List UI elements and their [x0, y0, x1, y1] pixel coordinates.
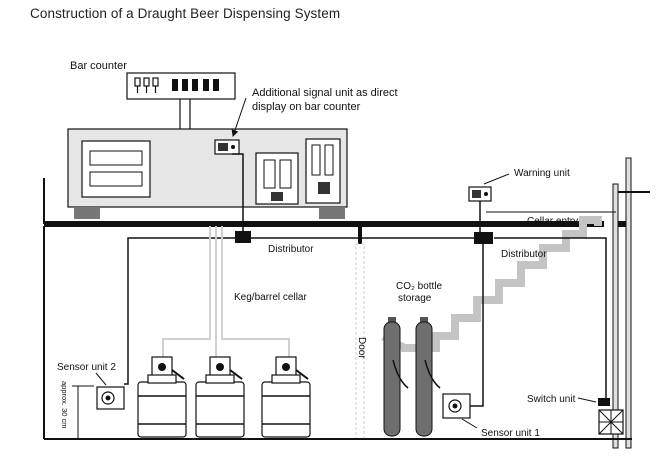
distributor-left: [235, 231, 251, 243]
switch-unit: [598, 398, 610, 406]
height-dimension: [72, 385, 94, 440]
partition-wall: [355, 226, 365, 440]
floor-slab-right: [615, 221, 627, 227]
exhaust-fan-icon: [598, 409, 624, 435]
warning-unit-label: Warning unit: [514, 168, 570, 179]
signal-unit-label-line2: display on bar counter: [252, 101, 361, 113]
distributor-right: [474, 232, 493, 244]
bar-counter: [67, 128, 348, 219]
beer-lines: [162, 226, 290, 357]
tap-display-unit: [126, 72, 236, 129]
bar-counter-label: Bar counter: [70, 60, 127, 72]
page-title: Construction of a Draught Beer Dispensin…: [30, 6, 341, 21]
sensor-unit-1-label: Sensor unit 1: [481, 428, 540, 439]
sensor-unit-2: [96, 386, 125, 410]
signal-unit-display: [214, 139, 240, 155]
sensor-unit-2-label: Sensor unit 2: [57, 362, 116, 373]
warning-unit-pointer: [483, 173, 510, 185]
floor-slab: [44, 221, 604, 227]
cellar-stairs: [401, 216, 602, 352]
cellar-entry-label: Cellar entry: [527, 216, 578, 227]
height-label: approx. 30 cm: [60, 381, 69, 429]
sensor-unit-1: [442, 393, 471, 419]
sensor-unit-1-pointer: [461, 418, 478, 429]
keg-2: [195, 356, 245, 438]
co2-cylinders: [383, 317, 441, 437]
signal-unit-pointer: [231, 97, 247, 137]
keg-cellar-label: Keg/barrel cellar: [234, 292, 307, 303]
distributor-left-label: Distributor: [268, 244, 314, 255]
keg-3: [261, 356, 311, 438]
keg-1: [137, 356, 187, 438]
co2-storage-label-line1: CO₂ bottle: [396, 281, 443, 292]
distributor-right-label: Distributor: [501, 249, 547, 260]
switch-unit-label: Switch unit: [527, 394, 576, 405]
warning-unit: [468, 186, 492, 202]
co2-storage-label-line2: storage: [398, 293, 432, 304]
switch-unit-pointer: [577, 397, 597, 403]
sensor-unit-2-pointer: [95, 372, 107, 386]
signal-unit-label-line1: Additional signal unit as direct: [252, 87, 398, 99]
right-walls: [612, 157, 650, 449]
door-label: Door: [356, 337, 367, 359]
